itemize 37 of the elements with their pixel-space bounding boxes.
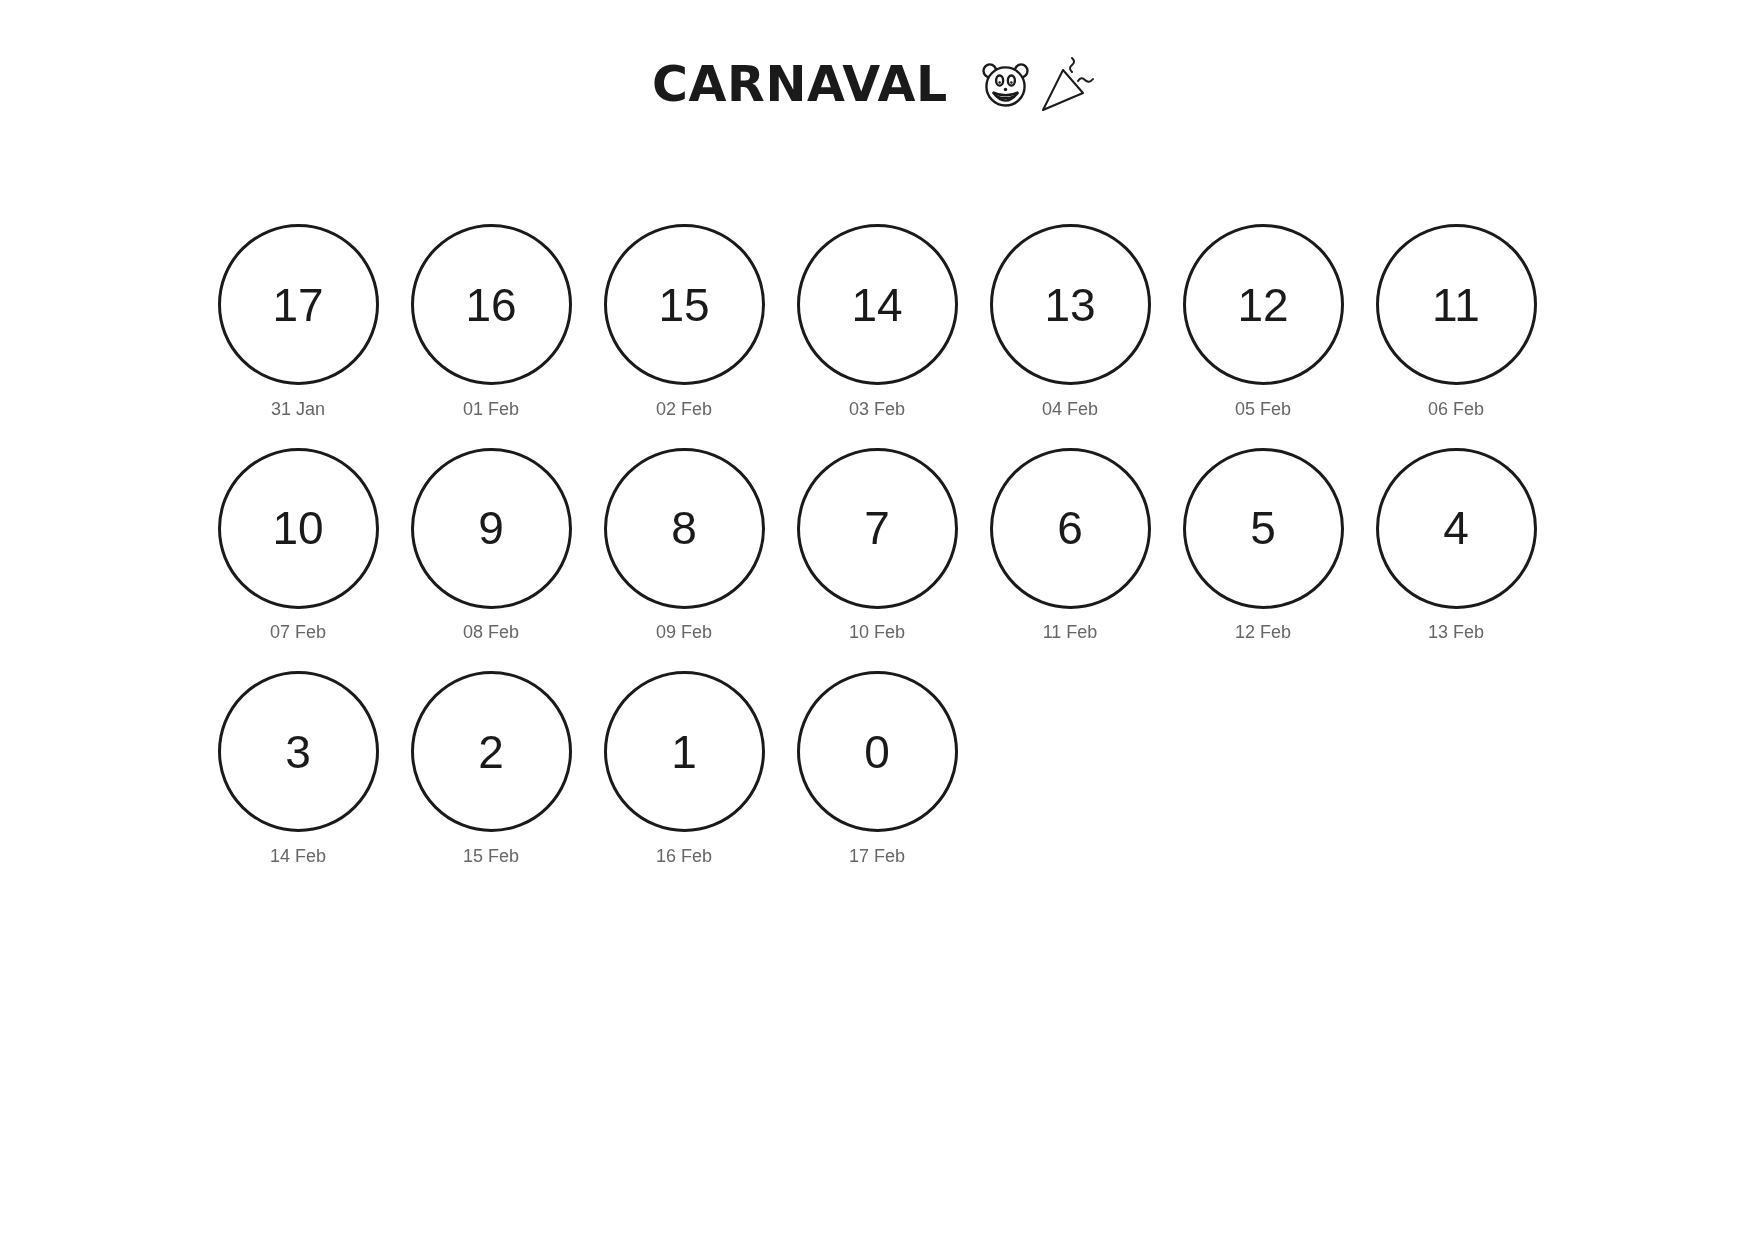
day-number: 13 — [1044, 281, 1096, 328]
date-label: 15 Feb — [463, 846, 519, 865]
date-label: 16 Feb — [656, 846, 712, 865]
day-number: 17 — [272, 281, 324, 328]
date-label: 08 Feb — [463, 623, 519, 642]
day-number: 9 — [478, 505, 504, 552]
date-label: 13 Feb — [1428, 623, 1484, 642]
date-label: 17 Feb — [849, 846, 905, 865]
day-number: 4 — [1443, 505, 1469, 552]
date-label: 09 Feb — [656, 623, 712, 642]
date-label: 01 Feb — [463, 399, 519, 418]
date-label: 06 Feb — [1428, 399, 1484, 418]
title: CARNAVAL — [652, 60, 948, 109]
date-label: 11 Feb — [1042, 623, 1098, 642]
day-number: 1 — [671, 728, 697, 775]
date-label: 02 Feb — [656, 399, 712, 418]
day-number: 11 — [1432, 281, 1480, 328]
day-number: 7 — [864, 505, 890, 552]
day-number: 2 — [478, 728, 504, 775]
day-number: 6 — [1057, 505, 1083, 552]
day-number: 0 — [864, 728, 890, 775]
date-label: 10 Feb — [849, 623, 905, 642]
day-number: 10 — [272, 505, 324, 552]
date-label: 12 Feb — [1235, 623, 1291, 642]
day-number: 8 — [671, 505, 697, 552]
date-label: 14 Feb — [270, 846, 326, 865]
date-label: 31 Jan — [271, 399, 325, 418]
day-number: 5 — [1250, 505, 1276, 552]
date-label: 05 Feb — [1235, 399, 1291, 418]
day-number: 12 — [1237, 281, 1289, 328]
day-number: 14 — [851, 281, 903, 328]
day-number: 16 — [465, 281, 517, 328]
date-label: 03 Feb — [849, 399, 905, 418]
day-number: 3 — [285, 728, 311, 775]
date-label: 07 Feb — [270, 623, 326, 642]
day-number: 15 — [658, 281, 710, 328]
date-label: 04 Feb — [1042, 399, 1098, 418]
